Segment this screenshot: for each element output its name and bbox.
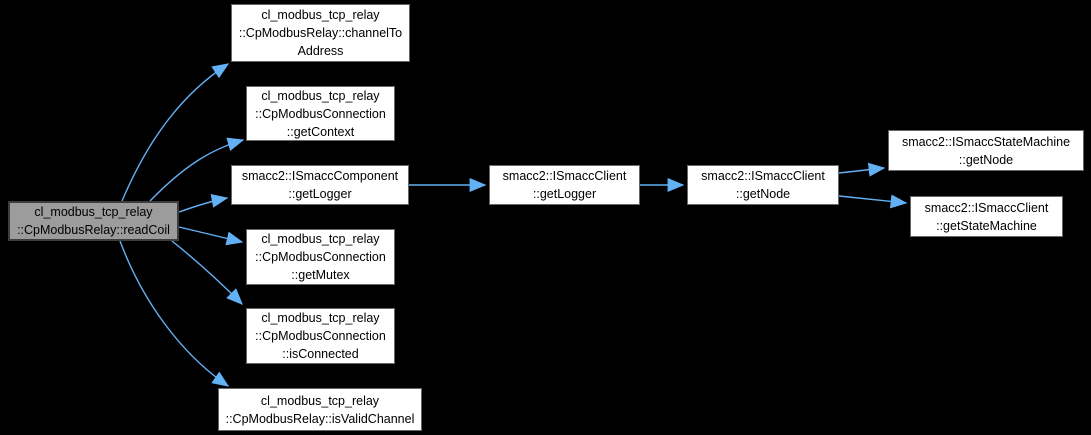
node-componentGetLogger[interactable]: smacc2::ISmaccComponent ::getLogger xyxy=(231,165,409,205)
node-getMutex[interactable]: cl_modbus_tcp_relay ::CpModbusConnection… xyxy=(246,229,395,285)
edge-readCoil-isValidChannel xyxy=(119,240,230,387)
edge-readCoil-getContext xyxy=(149,137,245,202)
edge-readCoil-channelToAddress xyxy=(121,63,230,202)
node-readCoil: cl_modbus_tcp_relay ::CpModbusRelay::rea… xyxy=(8,201,179,241)
edge-readCoil-getMutex xyxy=(178,226,244,246)
node-stateMachineGetNode[interactable]: smacc2::ISmaccStateMachine ::getNode xyxy=(888,130,1084,171)
node-clientGetLogger[interactable]: smacc2::ISmaccClient ::getLogger xyxy=(489,165,640,205)
edge-clientGetNode-stateMachineGetNode xyxy=(838,162,886,177)
node-isValidChannel[interactable]: cl_modbus_tcp_relay ::CpModbusRelay::isV… xyxy=(218,388,422,431)
edge-readCoil-componentGetLogger xyxy=(178,193,229,213)
edge-readCoil-isConnected xyxy=(171,240,243,305)
node-clientGetStateMachine[interactable]: smacc2::ISmaccClient ::getStateMachine xyxy=(910,196,1063,237)
node-channelToAddress[interactable]: cl_modbus_tcp_relay ::CpModbusRelay::cha… xyxy=(231,4,410,62)
edge-clientGetNode-clientGetStateMachine xyxy=(838,194,908,209)
node-getContext[interactable]: cl_modbus_tcp_relay ::CpModbusConnection… xyxy=(246,86,395,141)
node-clientGetNode[interactable]: smacc2::ISmaccClient ::getNode xyxy=(687,165,839,205)
node-isConnected[interactable]: cl_modbus_tcp_relay ::CpModbusConnection… xyxy=(246,308,395,364)
